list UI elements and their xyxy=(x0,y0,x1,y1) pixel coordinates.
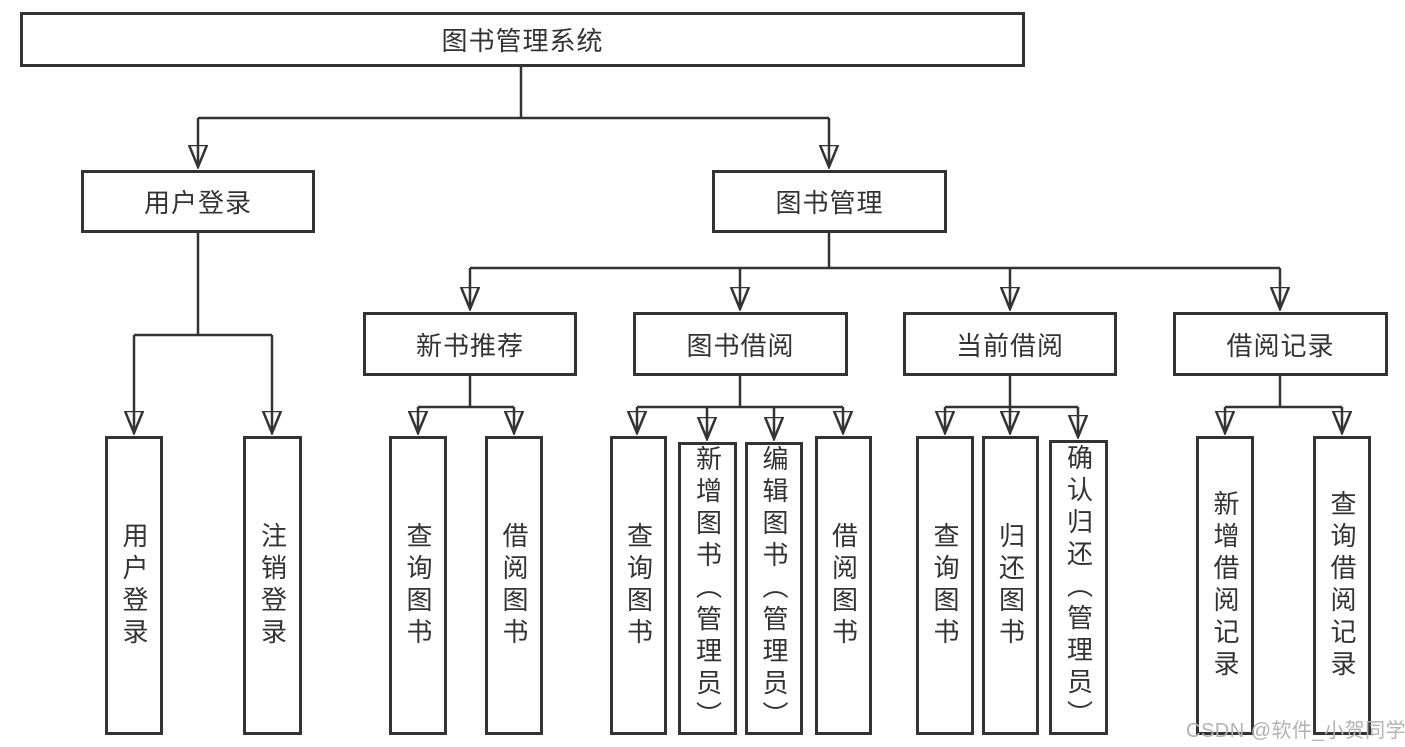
leaf-user-login: 用户登录 xyxy=(105,436,163,735)
leaf-label: 注销登录 xyxy=(257,521,288,650)
leaf-label: 新增借阅记录 xyxy=(1210,489,1240,682)
connector-new-book-recommend-bus xyxy=(418,376,514,409)
node-user-login: 用户登录 xyxy=(81,170,315,233)
leaf-label: 借阅图书 xyxy=(828,521,859,650)
leaf-label: 查询图书 xyxy=(403,521,433,650)
leaf-query-books-3: 查询图书 xyxy=(916,436,974,735)
leaf-label: 确认归还（管理员） xyxy=(1063,443,1094,732)
leaf-confirm-return-admin: 确认归还（管理员） xyxy=(1049,440,1108,735)
leaf-label: 新增图书（管理员） xyxy=(692,445,723,733)
leaf-add-borrow-record: 新增借阅记录 xyxy=(1196,436,1254,735)
node-new-book-recommend: 新书推荐 xyxy=(363,312,577,376)
node-current-borrow: 当前借阅 xyxy=(903,312,1117,376)
connector-current-borrow-bus xyxy=(945,376,1078,409)
leaf-query-borrow-record: 查询借阅记录 xyxy=(1313,436,1371,735)
csdn-watermark: CSDN @软件_小贺同学 xyxy=(1186,720,1405,742)
connector-book-management-bus xyxy=(470,233,1280,270)
leaf-label: 查询图书 xyxy=(623,521,654,650)
leaf-label: 归还图书 xyxy=(995,521,1026,650)
leaf-query-books-2: 查询图书 xyxy=(610,436,667,735)
leaf-label: 借阅图书 xyxy=(499,521,529,650)
node-book-management: 图书管理 xyxy=(712,170,947,233)
connector-user-login-bus xyxy=(134,233,272,337)
leaf-label: 查询借阅记录 xyxy=(1327,489,1357,682)
leaf-logout: 注销登录 xyxy=(243,436,302,735)
leaf-edit-books-admin: 编辑图书（管理员） xyxy=(745,442,803,735)
node-library-system: 图书管理系统 xyxy=(20,12,1025,67)
connector-borrow-records-bus xyxy=(1225,376,1342,409)
node-book-borrow: 图书借阅 xyxy=(633,312,848,376)
leaf-add-books-admin: 新增图书（管理员） xyxy=(678,442,737,735)
connector-root-bus xyxy=(198,67,829,120)
leaf-label: 编辑图书（管理员） xyxy=(759,445,789,733)
leaf-borrow-books-2: 借阅图书 xyxy=(815,436,872,735)
connector-book-borrow-bus xyxy=(637,376,843,409)
leaf-borrow-books-1: 借阅图书 xyxy=(485,436,543,735)
leaf-label: 用户登录 xyxy=(119,521,149,650)
leaf-query-books-1: 查询图书 xyxy=(389,436,447,735)
node-borrow-records: 借阅记录 xyxy=(1173,312,1388,376)
leaf-label: 查询图书 xyxy=(930,521,960,650)
leaf-return-books: 归还图书 xyxy=(982,436,1039,735)
